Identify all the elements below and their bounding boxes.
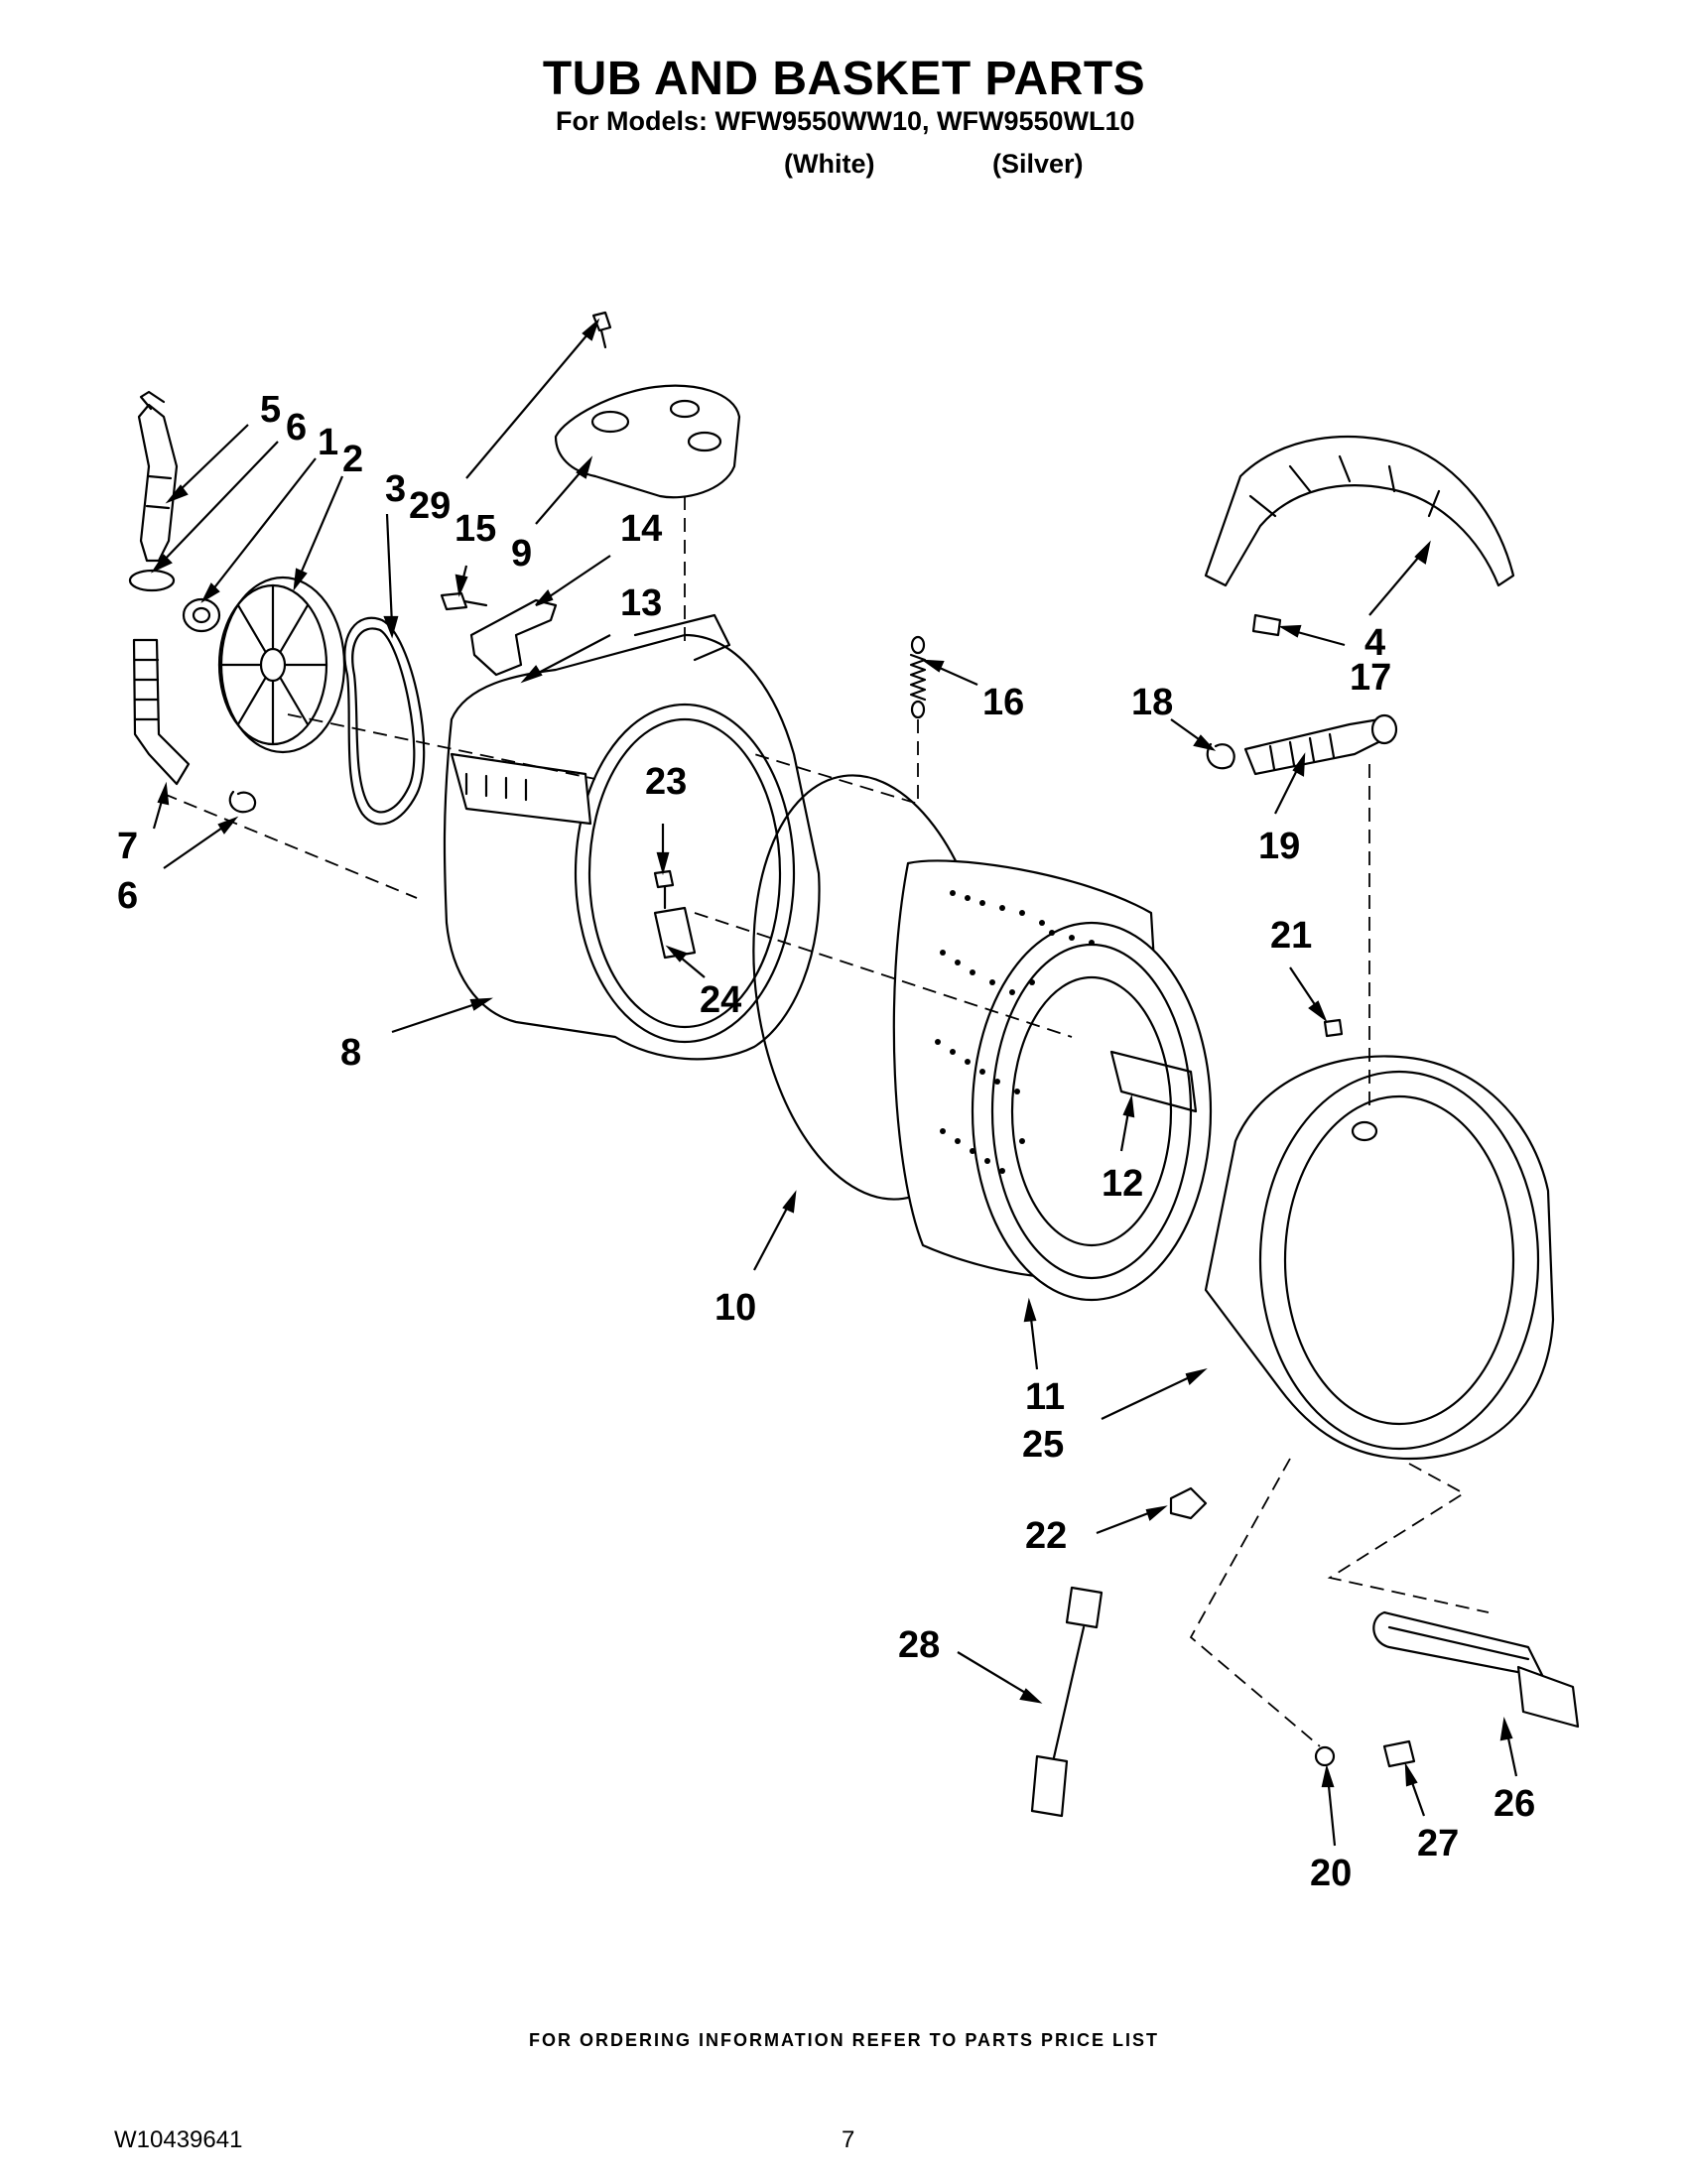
leader-arrows — [150, 318, 1518, 1847]
page-title: TUB AND BASKET PARTS — [542, 53, 1146, 105]
callout-9: 9 — [511, 533, 532, 575]
callout-6: 6 — [286, 407, 307, 449]
part-1-nut — [182, 597, 221, 633]
part-6-clamp — [128, 569, 176, 592]
callout-22: 22 — [1025, 1515, 1067, 1557]
basket-perforations — [935, 890, 1095, 1174]
part-14-bracket — [469, 598, 558, 677]
ordering-note: FOR ORDERING INFORMATION REFER TO PARTS … — [528, 2030, 1159, 2050]
part-17-screw — [1251, 613, 1282, 637]
part-29-screw — [591, 311, 612, 349]
callout-3: 3 — [385, 468, 406, 510]
callout-28: 28 — [898, 1624, 940, 1666]
callout-12: 12 — [1102, 1163, 1143, 1205]
variant-white-label: (White) — [784, 149, 875, 179]
part-22-gasket — [1169, 1486, 1208, 1520]
part-8-rear-tub — [443, 613, 821, 1061]
part-18-clamp — [1206, 742, 1235, 770]
part-23-screw — [653, 869, 675, 910]
part-19-vent-hose — [1243, 713, 1398, 776]
callout-10: 10 — [714, 1287, 756, 1329]
part-15-screw — [440, 591, 488, 611]
models-line: For Models: WFW9550WW10, WFW9550WL10 — [556, 106, 1135, 136]
callout-16: 16 — [982, 682, 1024, 723]
part-5-hose-fitting — [137, 390, 179, 563]
part-3-belt — [343, 616, 426, 826]
part-16-spring — [909, 635, 927, 719]
callout-19: 19 — [1258, 826, 1300, 867]
callout-29: 29 — [409, 485, 451, 527]
callout-27: 27 — [1417, 1823, 1459, 1864]
part-28-sensor — [1030, 1586, 1104, 1818]
part-21-clip — [1323, 1018, 1344, 1038]
page-number: 7 — [842, 2126, 855, 2153]
callout-8: 8 — [340, 1032, 361, 1074]
callout-24: 24 — [700, 979, 741, 1021]
alignment-lines — [163, 496, 1490, 1747]
callout-2: 2 — [342, 439, 363, 480]
callout-15: 15 — [454, 508, 496, 550]
part-6-lower-clamp — [228, 790, 257, 814]
callout-5: 5 — [260, 389, 281, 431]
part-25-front-tub — [1204, 1055, 1555, 1461]
callout-17: 17 — [1350, 657, 1391, 699]
callout-11: 11 — [1025, 1376, 1065, 1418]
callout-13: 13 — [620, 582, 662, 624]
callout-26: 26 — [1493, 1783, 1535, 1825]
callout-25: 25 — [1022, 1424, 1064, 1466]
part-9-counterweight — [554, 384, 741, 499]
callout-7: 7 — [117, 826, 138, 867]
part-7-drain-hose — [132, 638, 191, 786]
part-24-bracket — [653, 906, 697, 960]
document-number: W10439641 — [114, 2126, 243, 2153]
variant-silver-label: (Silver) — [992, 149, 1084, 179]
part-20-grommet — [1314, 1745, 1336, 1767]
callout-1: 1 — [318, 422, 338, 463]
callout-21: 21 — [1270, 915, 1312, 957]
callout-14: 14 — [620, 508, 662, 550]
callout-4: 4 — [1364, 622, 1385, 664]
part-27-connector — [1382, 1739, 1416, 1768]
callout-6-lower: 6 — [117, 875, 138, 917]
callout-20: 20 — [1310, 1853, 1352, 1894]
part-11-basket — [892, 859, 1213, 1302]
callout-23: 23 — [645, 761, 687, 803]
callout-18: 18 — [1131, 682, 1173, 723]
part-2-pulley — [217, 576, 346, 754]
part-4-tub-cover — [1204, 435, 1515, 587]
part-26-heater — [1372, 1610, 1580, 1729]
